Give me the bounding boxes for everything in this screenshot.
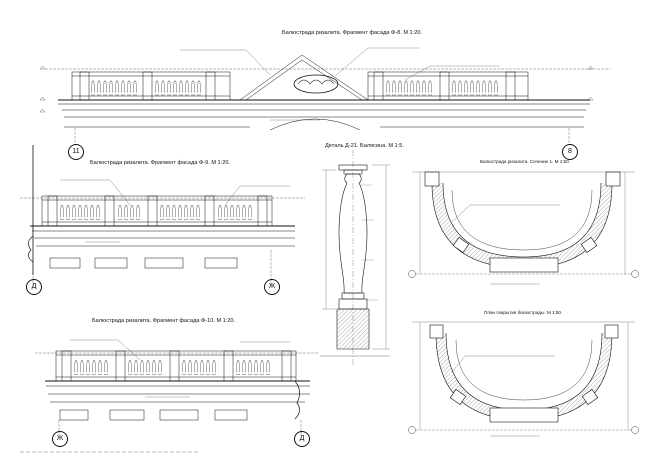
axis-marker-zh-f10: Ж — [52, 431, 68, 447]
section-1-axis-markers — [408, 270, 639, 278]
f9-balusters — [60, 205, 252, 220]
title-plan: План покрытия балюстрады. М 1:50. — [484, 310, 563, 315]
f10-balusters — [74, 360, 270, 375]
axis-marker-11: 11 — [68, 144, 84, 160]
axis-marker-zh-f9: Ж — [264, 279, 280, 295]
detail-d21-baluster — [320, 150, 390, 365]
roof-plan — [412, 321, 635, 437]
title-detail-d21: Деталь Д-21. Балясина. М 1:5. — [325, 143, 404, 149]
axis-marker-8: 8 — [562, 144, 578, 160]
title-facade-f8: Балюстрада ризалита. Фрагмент фасада Ф-8… — [282, 30, 422, 36]
facade-f9 — [20, 145, 305, 286]
title-facade-f9: Балюстрада ризалита. Фрагмент фасада Ф-9… — [90, 160, 230, 166]
axis-marker-d-f10: Д — [294, 431, 310, 447]
roof-plan-axis-markers — [408, 426, 639, 434]
facade-f10 — [20, 339, 318, 453]
section-1-plan — [412, 171, 635, 285]
title-facade-f10: Балюстрада ризалита. Фрагмент фасада Ф-1… — [92, 318, 236, 324]
facade-f8 — [39, 47, 610, 144]
axis-marker-d-f9: Д — [26, 279, 42, 295]
title-section-1: Балюстрада ризалита. Сечение 1. М 1:50. — [480, 159, 570, 164]
